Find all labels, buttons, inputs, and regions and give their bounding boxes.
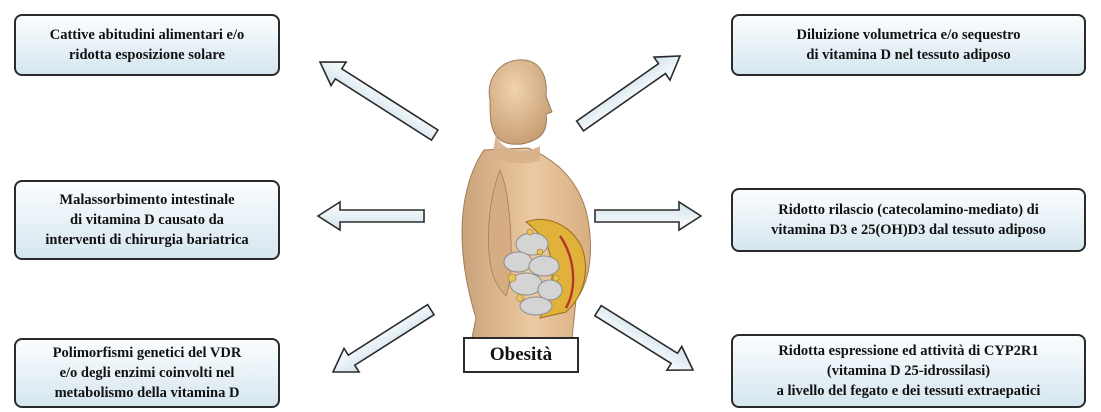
box-genetic-polymorphisms: Polimorfismi genetici del VDR e/o degli …: [14, 338, 280, 408]
box-text-line: Ridotta espressione ed attività di CYP2R…: [778, 341, 1038, 361]
box-text-line: Cattive abitudini alimentari e/o: [50, 25, 245, 45]
box-text-line: ridotta esposizione solare: [69, 45, 225, 65]
box-text-line: Polimorfismi genetici del VDR: [53, 343, 242, 363]
box-text-line: a livello del fegato e dei tessuti extra…: [777, 381, 1041, 401]
box-text-line: Diluizione volumetrica e/o sequestro: [796, 25, 1020, 45]
box-volumetric-dilution: Diluizione volumetrica e/o sequestro di …: [731, 14, 1086, 76]
box-text-line: di vitamina D nel tessuto adiposo: [806, 45, 1010, 65]
box-text-line: di vitamina D causato da: [70, 210, 224, 230]
box-text-line: interventi di chirurgia bariatrica: [45, 230, 248, 250]
box-cyp2r1-expression: Ridotta espressione ed attività di CYP2R…: [731, 334, 1086, 408]
box-reduced-release: Ridotto rilascio (catecolamino-mediato) …: [731, 188, 1086, 252]
box-text-line: (vitamina D 25-idrossilasi): [827, 361, 990, 381]
box-dietary-habits: Cattive abitudini alimentari e/o ridotta…: [14, 14, 280, 76]
box-text-line: Ridotto rilascio (catecolamino-mediato) …: [778, 200, 1039, 220]
center-label-obesity: Obesità: [463, 337, 579, 373]
box-text-line: Malassorbimento intestinale: [59, 190, 234, 210]
box-text-line: e/o degli enzimi coinvolti nel: [60, 363, 235, 383]
box-intestinal-malabsorption: Malassorbimento intestinale di vitamina …: [14, 180, 280, 260]
box-text-line: metabolismo della vitamina D: [55, 383, 240, 403]
box-text-line: vitamina D3 e 25(OH)D3 dal tessuto adipo…: [771, 220, 1046, 240]
